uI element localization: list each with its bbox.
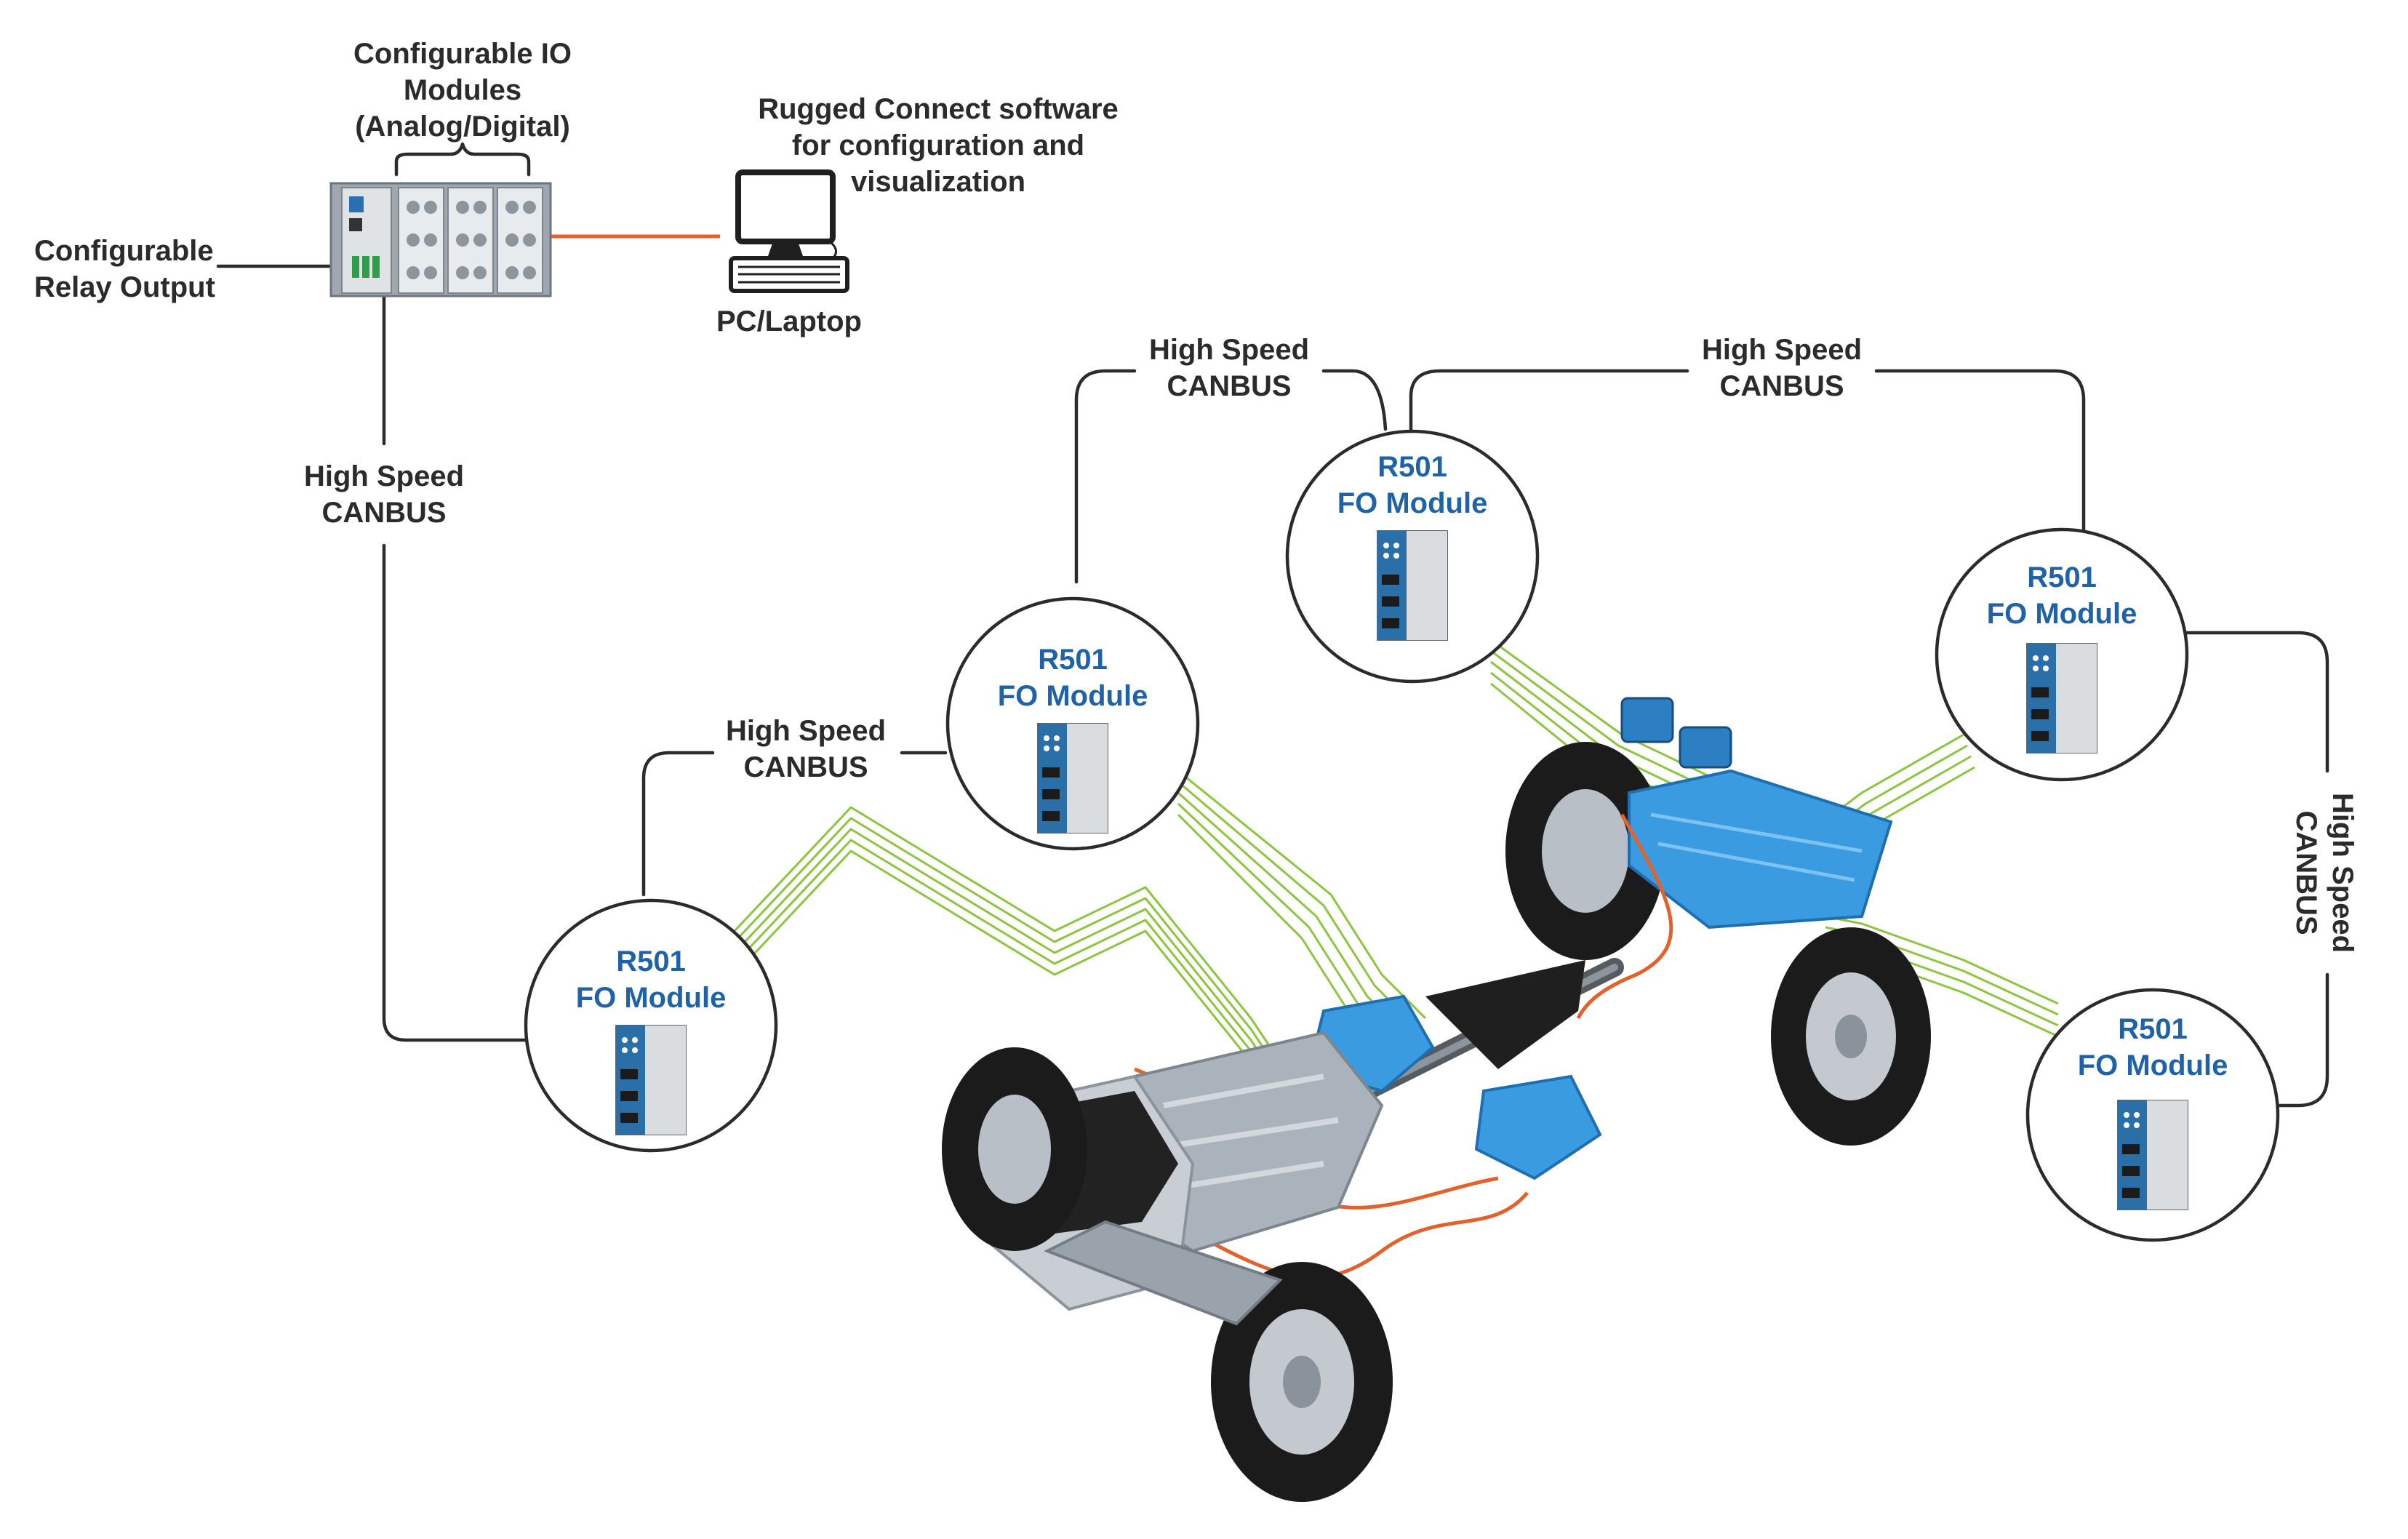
io-modules-title-line3: (Analog/Digital)	[355, 111, 570, 143]
canbus-link-io-to-fo1	[382, 294, 527, 1042]
electric-motor-top	[1620, 697, 1674, 743]
fo-module-4-line1: R501	[2027, 561, 2097, 593]
io-modules-title-line2: Modules	[404, 74, 521, 106]
fo-module-2-device-icon	[1037, 723, 1108, 834]
canbus-link-fo3-to-fo4	[1409, 369, 2086, 533]
canbus-label-top-right-line2: CANBUS	[1719, 370, 1844, 402]
canbus-label-lower: High Speed CANBUS	[726, 715, 886, 783]
canbus-label-left-line2: CANBUS	[321, 497, 446, 529]
canbus-label-left: High Speed CANBUS	[304, 460, 464, 529]
fo-module-1: R501 FO Module	[524, 898, 778, 1153]
canbus-label-mid-line2: CANBUS	[1167, 370, 1291, 402]
fo-module-1-line1: R501	[616, 946, 686, 978]
canbus-label-top-right: High Speed CANBUS	[1702, 334, 1862, 402]
fo-module-1-line2: FO Module	[576, 982, 727, 1014]
canbus-label-lower-line1: High Speed	[726, 715, 886, 747]
canbus-label-mid: High Speed CANBUS	[1149, 334, 1309, 402]
canbus-link-fo2-to-fo3	[1074, 369, 1388, 584]
fo-module-2: R501 FO Module	[945, 596, 1200, 851]
relay-output-line1: Configurable	[34, 235, 214, 267]
software-label: Rugged Connect software for configuratio…	[758, 93, 1119, 198]
fo-module-2-line2: FO Module	[998, 680, 1148, 712]
pc-label: PC/Laptop	[716, 305, 862, 337]
fo-module-3-device-icon	[1377, 530, 1448, 641]
fo-module-4: R501 FO Module	[1935, 527, 2189, 782]
pc-laptop-icon	[729, 169, 849, 293]
steering-wheel	[1425, 960, 1585, 1069]
fo-module-1-device-icon	[615, 1025, 687, 1135]
canbus-label-right-line2: CANBUS	[2290, 810, 2322, 935]
fo-module-5-line1: R501	[2118, 1013, 2188, 1045]
canbus-label-right-vertical: High Speed CANBUS	[2290, 793, 2359, 953]
relay-output-line2: Relay Output	[34, 271, 215, 303]
canbus-label-right-line1: High Speed	[2327, 793, 2359, 953]
fo-module-4-line2: FO Module	[1987, 598, 2137, 630]
io-modules-bracket	[394, 142, 531, 177]
fo-module-3-line2: FO Module	[1337, 487, 1488, 519]
inverter-unit	[1474, 1074, 1602, 1180]
software-label-line1: Rugged Connect software	[758, 93, 1119, 125]
battery-pack	[1628, 769, 1893, 930]
canbus-link-fo1-to-fo2	[641, 751, 948, 897]
fo-module-2-line1: R501	[1038, 644, 1108, 676]
canbus-label-top-right-line1: High Speed	[1702, 334, 1862, 366]
canbus-link-fo4-to-fo5	[2183, 631, 2329, 1108]
software-label-line2: for configuration and	[792, 129, 1084, 161]
canbus-label-left-line1: High Speed	[304, 460, 464, 492]
fo-module-5-device-icon	[2117, 1100, 2188, 1210]
io-modules-title-line1: Configurable IO	[353, 38, 572, 70]
software-label-line3: visualization	[851, 166, 1025, 198]
fo-module-4-device-icon	[2026, 643, 2097, 753]
io-modules-title: Configurable IO Modules (Analog/Digital)	[353, 38, 572, 143]
vehicle-chassis	[942, 697, 1931, 1502]
relay-output-label: Configurable Relay Output	[34, 235, 215, 303]
fo-module-3-line1: R501	[1377, 451, 1447, 483]
io-module-rack	[329, 142, 552, 297]
fo-module-3: R501 FO Module	[1285, 429, 1540, 684]
canbus-label-lower-line2: CANBUS	[743, 751, 868, 783]
fo-module-5: R501 FO Module	[2025, 988, 2280, 1242]
fo-module-5-line2: FO Module	[2078, 1050, 2228, 1082]
canbus-label-mid-line1: High Speed	[1149, 334, 1309, 366]
canbus-lines	[216, 264, 2329, 1108]
